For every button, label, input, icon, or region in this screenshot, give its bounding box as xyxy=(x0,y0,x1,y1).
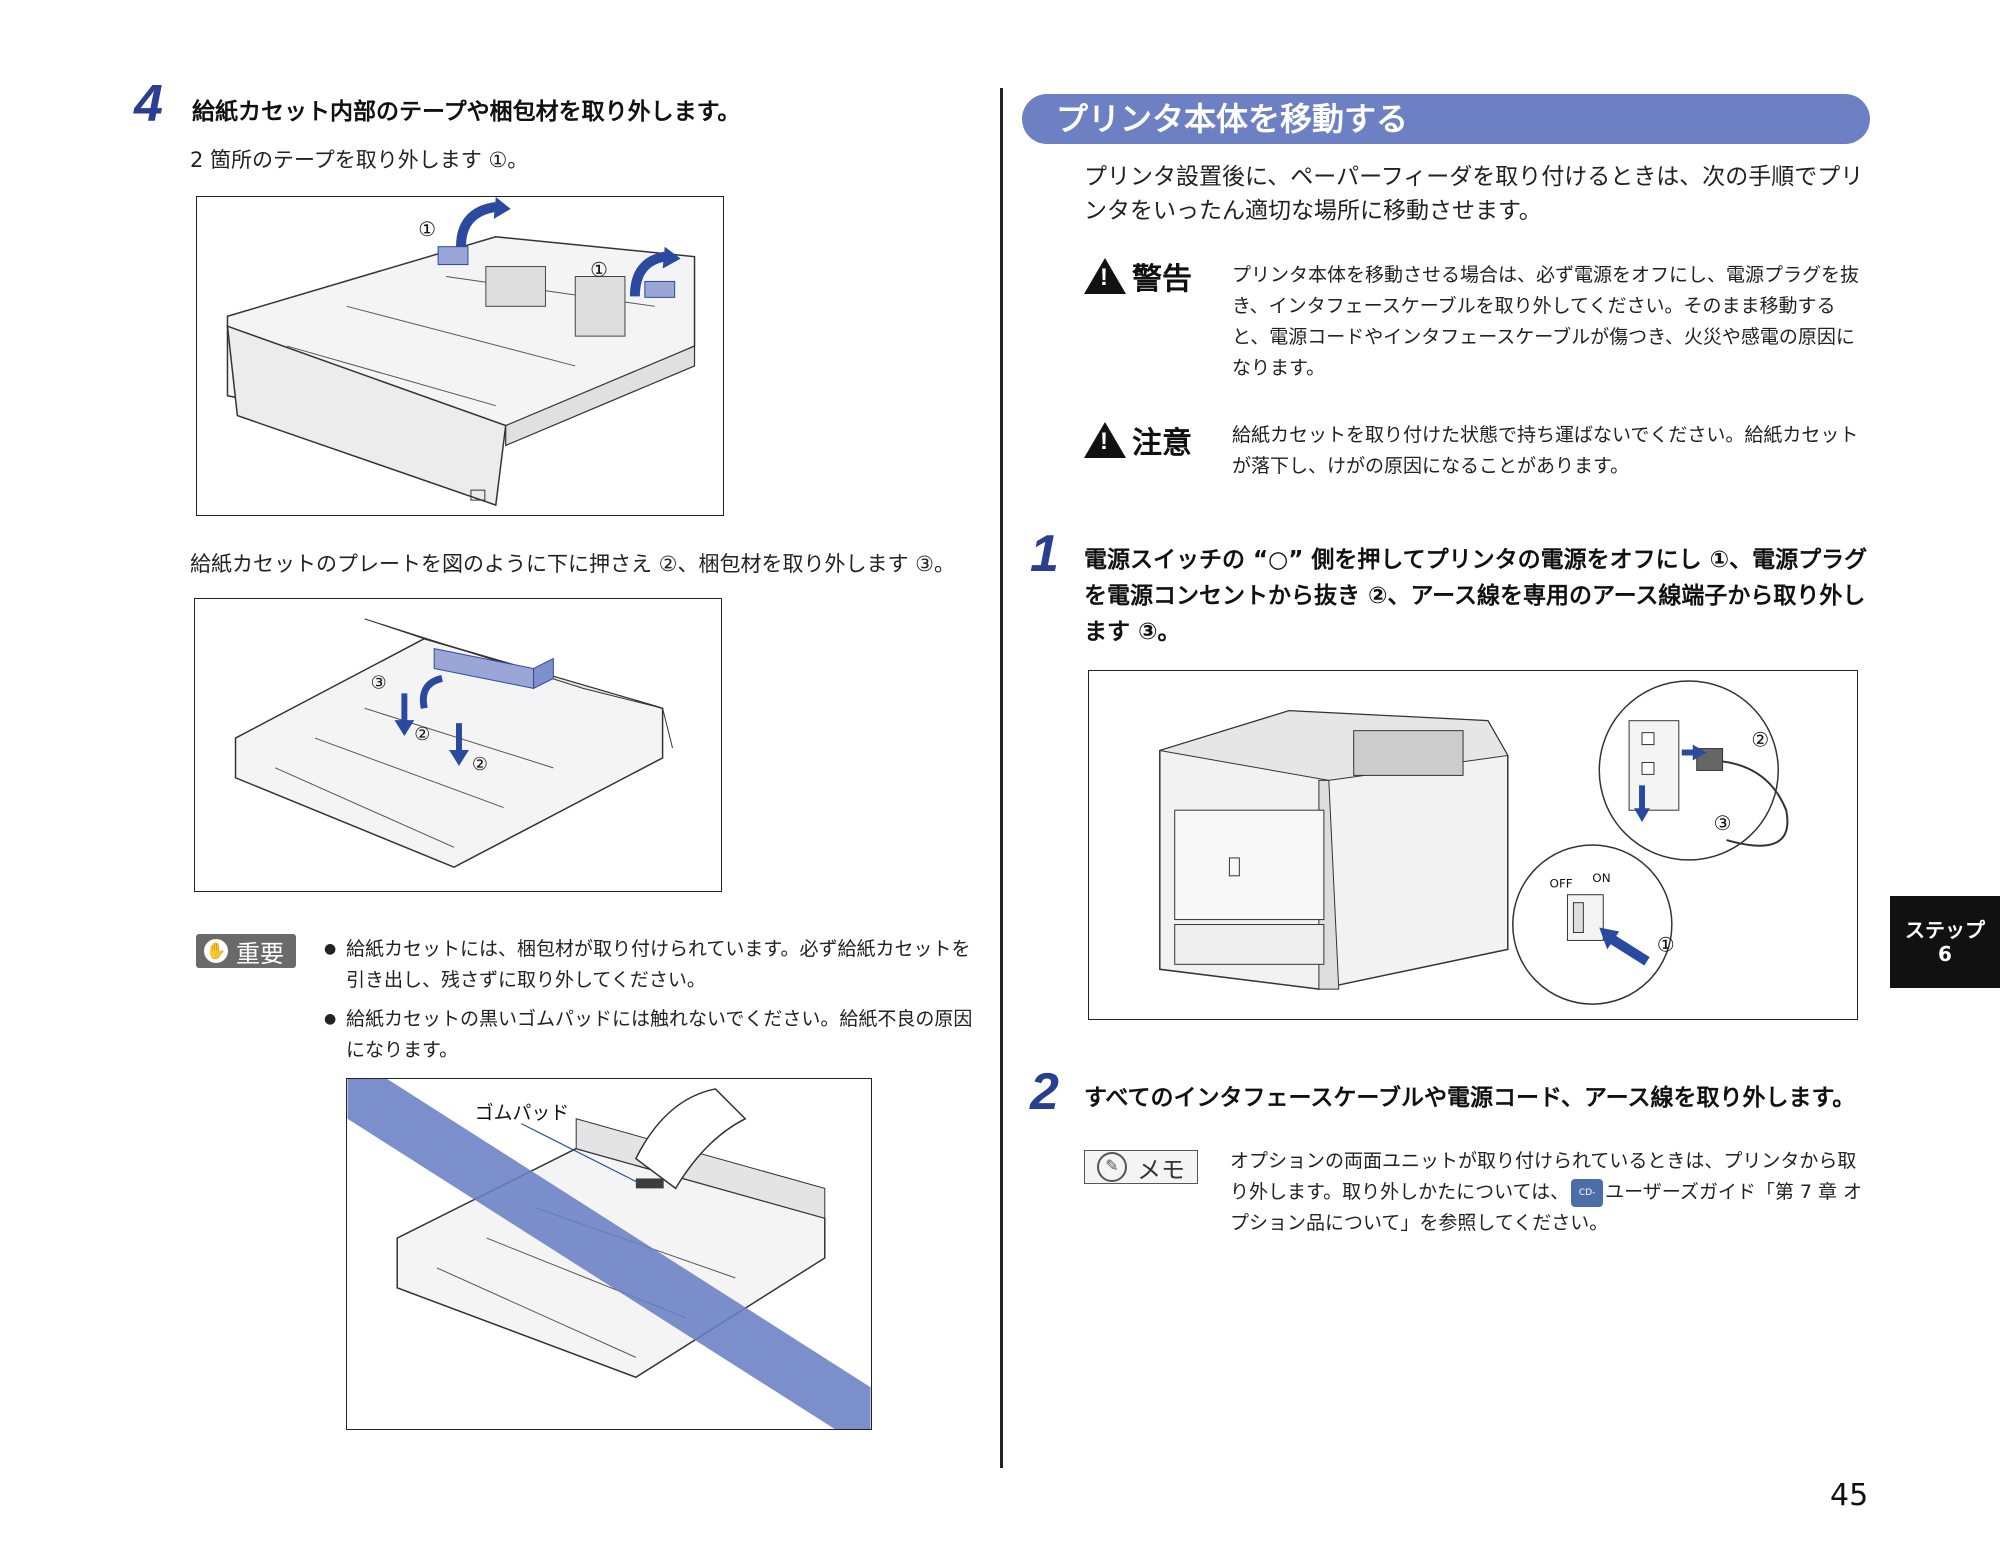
pencil-icon: ✎ xyxy=(1097,1152,1127,1182)
callout-1a: ① xyxy=(418,218,436,241)
rubber-pad-figure: ゴムパッド xyxy=(346,1078,872,1430)
section-title-bar: プリンタ本体を移動する xyxy=(1022,94,1870,144)
fig4-callout-3: ③ xyxy=(1714,812,1732,835)
switch-on-label: ON xyxy=(1592,871,1610,885)
caution-triangle-icon xyxy=(1084,422,1126,458)
important-label: 重要 xyxy=(236,939,284,968)
fig4-callout-2: ② xyxy=(1751,729,1769,752)
important-bullet-1: 給紙カセットには、梱包材が取り付けられています。必ず給紙カセットを引き出し、残さ… xyxy=(324,934,984,996)
side-tab-line-2: 6 xyxy=(1938,942,1952,966)
plate-press-illustration: ③ ② ② xyxy=(234,618,674,868)
callout-2a: ② xyxy=(414,724,430,745)
printer-power-figure: OFF ON ① ② ③ xyxy=(1088,670,1858,1020)
memo-text-before: オプションの両面ユニットが取り付けられているときは、プリンタから取り外します。取… xyxy=(1230,1150,1857,1203)
section-intro: プリンタ設置後に、ペーパーフィーダを取り付けるときは、次の手順でプリンタをいった… xyxy=(1084,164,1864,224)
step-2-number: 2 xyxy=(1030,1063,1059,1121)
cd-rom-icon: CD-ROM xyxy=(1571,1178,1604,1226)
caution-text: 給紙カセットを取り付けた状態で持ち運ばないでください。給紙カセットが落下し、けが… xyxy=(1232,424,1859,477)
warning-text: プリンタ本体を移動させる場合は、必ず電源をオフにし、電源プラグを抜き、インタフェ… xyxy=(1232,264,1860,379)
caution-label: 注意 xyxy=(1084,418,1192,462)
rubber-pad-label: ゴムパッド xyxy=(475,1102,569,1124)
warning-triangle-icon xyxy=(1084,258,1126,294)
printer-power-illustration: OFF ON ① ② ③ xyxy=(1159,680,1789,1005)
step-4-text-1: 2 箇所のテープを取り外します ①。 xyxy=(190,148,529,172)
callout-3: ③ xyxy=(371,672,387,693)
important-list: 給紙カセットには、梱包材が取り付けられています。必ず給紙カセットを引き出し、残さ… xyxy=(324,934,984,1066)
caution-label-text: 注意 xyxy=(1132,426,1192,461)
important-badge: ✋ 重要 xyxy=(196,934,296,968)
plate-press-figure: ③ ② ② xyxy=(194,598,722,892)
memo-text: オプションの両面ユニットが取り付けられているときは、プリンタから取り外します。取… xyxy=(1230,1146,1870,1239)
switch-off-label: OFF xyxy=(1550,877,1573,891)
step-4-text-2: 給紙カセットのプレートを図のように下に押さえ ②、梱包材を取り外します ③。 xyxy=(190,552,955,576)
memo-text-after: ユーザーズガイド「第 7 章 オプション品について」を参照してください。 xyxy=(1230,1181,1863,1234)
cassette-tape-illustration: ① ① xyxy=(226,197,696,507)
step-4-title: 給紙カセット内部のテープや梱包材を取り外します。 xyxy=(192,99,741,125)
memo-badge: ✎ メモ xyxy=(1084,1150,1198,1184)
fig4-callout-1: ① xyxy=(1657,933,1675,956)
callout-1b: ① xyxy=(590,259,608,282)
step-side-tab: ステップ 6 xyxy=(1890,896,2000,988)
warning-label-text: 警告 xyxy=(1132,262,1192,297)
page-number: 45 xyxy=(1830,1478,1869,1513)
column-divider xyxy=(1000,88,1003,1468)
memo-label: メモ xyxy=(1137,1155,1185,1184)
step-4-number: 4 xyxy=(134,75,163,133)
callout-2b: ② xyxy=(472,754,488,775)
important-bullet-2: 給紙カセットの黒いゴムパッドには触れないでください。給紙不良の原因になります。 xyxy=(324,1004,984,1066)
warning-label: 警告 xyxy=(1084,254,1192,298)
rubber-pad-illustration: ゴムパッド xyxy=(347,1079,871,1429)
hand-stop-icon: ✋ xyxy=(204,939,228,963)
step-1-title: 電源スイッチの “○” 側を押してプリンタの電源をオフにし ①、電源プラグを電源… xyxy=(1084,547,1868,645)
step-1-number: 1 xyxy=(1030,525,1059,583)
cassette-tape-figure: ① ① xyxy=(196,196,724,516)
side-tab-line-1: ステップ xyxy=(1905,918,1985,942)
step-2-title: すべてのインタフェースケーブルや電源コード、アース線を取り外します。 xyxy=(1084,1085,1856,1111)
